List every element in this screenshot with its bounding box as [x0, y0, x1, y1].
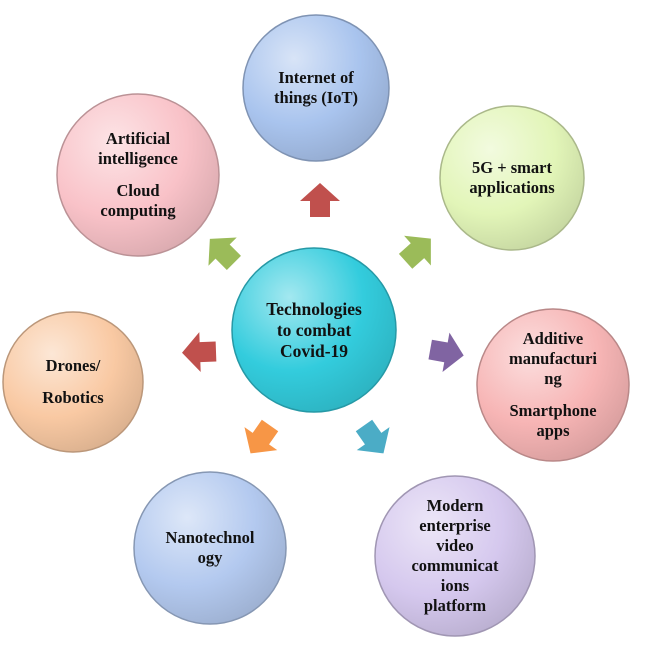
node-5g-circle	[439, 105, 585, 251]
center-label-line: to combat	[276, 319, 352, 340]
node-video-label-line: enterprise	[419, 516, 491, 535]
node-nano-circle	[133, 471, 287, 625]
arrow-to-iot-icon	[300, 183, 340, 217]
node-iot-label-line: things (IoT)	[274, 88, 358, 107]
arrow-to-video-icon	[355, 419, 390, 454]
node-drones-label-line: Robotics	[42, 388, 104, 407]
node-video-label-line: platform	[423, 596, 487, 615]
node-nano-label-line: ogy	[197, 548, 223, 567]
node-video-circle	[374, 475, 536, 637]
node-additive-label-line: manufacturi	[509, 349, 597, 368]
node-video-label-line: Modern	[426, 496, 484, 515]
node-ai-label-line: intelligence	[98, 149, 178, 168]
node-video-label-line: video	[436, 536, 474, 555]
node-additive-circle	[476, 308, 630, 462]
node-video-label-line: communicat	[411, 556, 499, 575]
node-drones-label-line: Drones/	[45, 356, 101, 375]
arrow-to-ai-icon	[208, 237, 241, 270]
node-5g-label-line: 5G + smart	[472, 158, 552, 177]
node-additive-label-line: apps	[536, 421, 570, 440]
node-ai-circle	[56, 93, 220, 257]
node-nano-label-line: Nanotechnol	[165, 528, 255, 547]
node-ai-label-line: Cloud	[116, 181, 160, 200]
node-5g-label-line: applications	[469, 178, 555, 197]
center-label-line: Covid-19	[279, 340, 349, 361]
node-iot-circle	[242, 14, 390, 162]
node-additive-label-line: Smartphone	[509, 401, 597, 420]
arrow-to-nano-icon	[244, 419, 279, 454]
arrow-to-additive-icon	[428, 332, 464, 373]
center-label-line: Technologies	[266, 298, 362, 319]
node-ai-label-line: computing	[100, 201, 176, 220]
node-additive-label-line: Additive	[522, 329, 584, 348]
arrow-to-drones-icon	[182, 332, 217, 373]
node-drones-label: Drones/Robotics	[3, 312, 143, 452]
node-ai-label-line: Artificial	[105, 129, 171, 148]
node-video-label-line: ions	[440, 576, 470, 595]
node-additive-label-line: ng	[544, 369, 562, 388]
node-drones-circle	[2, 311, 144, 453]
node-iot-label-line: Internet of	[278, 68, 354, 87]
arrow-to-5g-icon	[398, 235, 431, 269]
center-circle	[231, 247, 397, 413]
